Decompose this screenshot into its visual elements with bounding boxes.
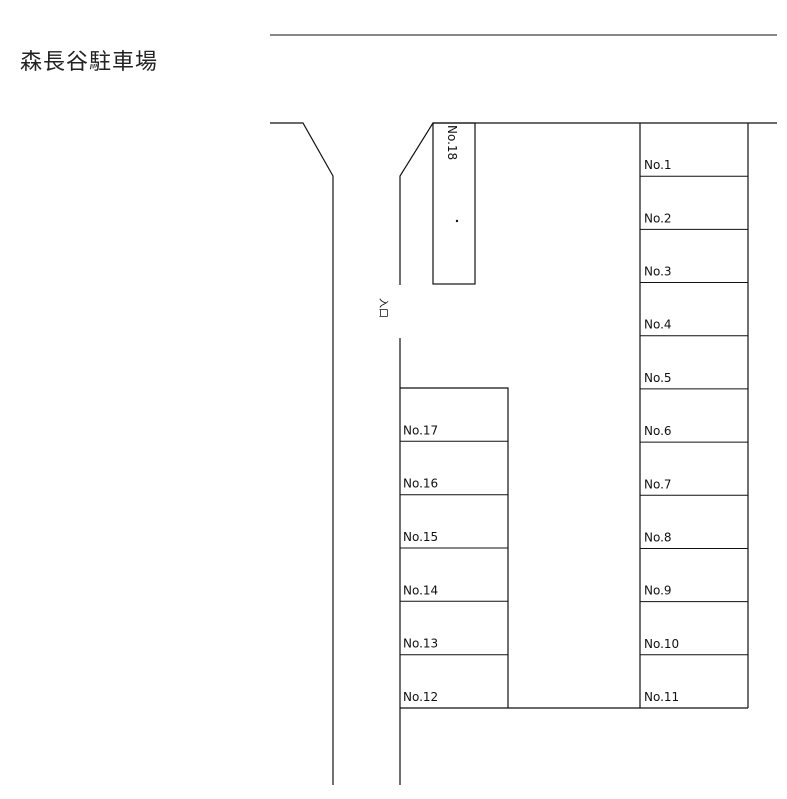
parking-space-label: No.4 (644, 318, 672, 332)
parking-space-label: No.1 (644, 158, 672, 172)
parking-space-label: No.13 (403, 637, 438, 651)
parking-space-18 (432, 122, 476, 285)
page-title: 森長谷駐車場 (20, 50, 159, 75)
parking-space-label: No.2 (644, 211, 672, 225)
right-column-labels: No.1No.2No.3No.4No.5No.6No.7No.8No.9No.1… (644, 158, 679, 704)
parking-space-label: No.12 (403, 690, 438, 704)
parking-space-label: No.16 (403, 477, 438, 491)
right-column-dividers (640, 175, 748, 656)
parking-space-label: No.11 (644, 690, 679, 704)
parking-space-label: No.9 (644, 584, 672, 598)
parking-space-label: No.17 (403, 423, 438, 437)
parking-space-label: No.14 (403, 583, 438, 597)
parking-space-18-label: No.18 (445, 125, 459, 160)
entrance-label: 入口 (377, 298, 388, 318)
parking-space-label: No.7 (644, 477, 672, 491)
lot-top-edge (399, 122, 777, 285)
road-left-edge (270, 122, 334, 785)
parking-space-label: No.3 (644, 265, 672, 279)
space-18-marker-dot (455, 219, 459, 223)
parking-space-label: No.5 (644, 371, 672, 385)
parking-space-label: No.8 (644, 531, 672, 545)
parking-space-label: No.10 (644, 637, 679, 651)
left-column-dividers (400, 440, 508, 656)
parking-space-label: No.15 (403, 530, 438, 544)
parking-space-label: No.6 (644, 424, 672, 438)
